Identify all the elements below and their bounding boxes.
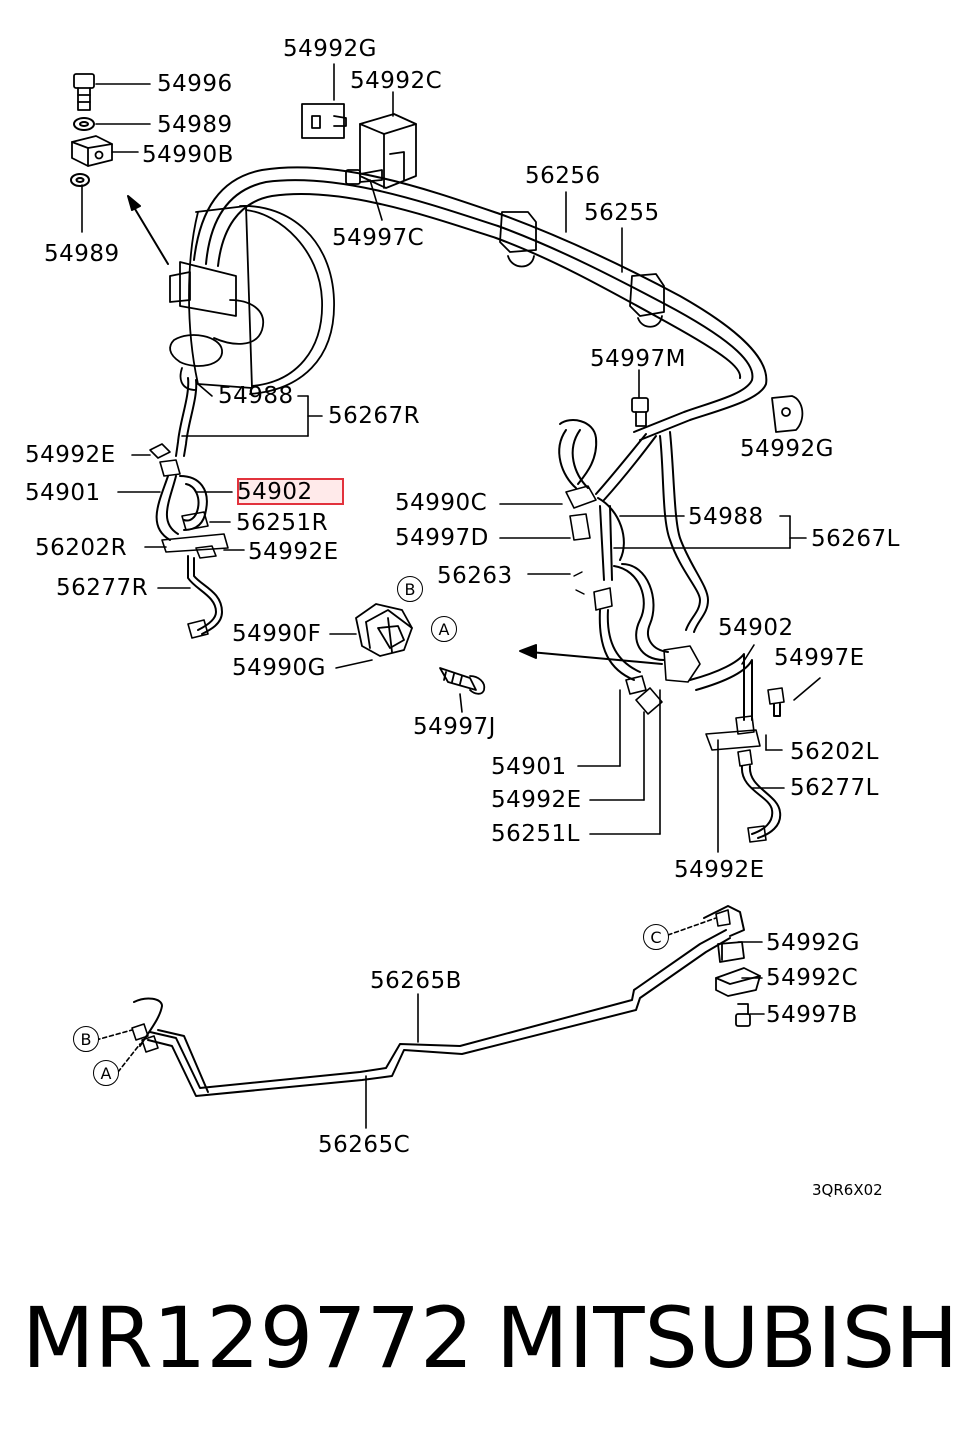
label-54992E: 54992E: [248, 539, 339, 565]
brake-booster: [169, 205, 335, 395]
label-56277L: 56277L: [790, 775, 879, 801]
main-brake-lines: [193, 166, 768, 441]
rear-lines: [133, 905, 745, 1097]
label-54997J: 54997J: [413, 714, 496, 740]
label-54992E: 54992E: [491, 787, 582, 813]
brake-line-diagram: 54992G 54992C 54996 54989 54990B 54989 5…: [25, 36, 900, 1199]
label-54992G: 54992G: [766, 930, 860, 956]
line-clip-2: [629, 273, 665, 328]
label-56256: 56256: [525, 163, 601, 189]
cap-54990F-G: [355, 603, 413, 657]
label-54997C: 54997C: [332, 225, 425, 251]
label-56265C: 56265C: [318, 1132, 411, 1158]
brand-name: MITSUBISHI: [496, 1289, 960, 1387]
pointer-arrow-2: [519, 644, 663, 665]
block-54990B: [71, 135, 113, 167]
label-54902-highlighted[interactable]: 54902: [237, 479, 313, 505]
label-54997E: 54997E: [774, 645, 865, 671]
label-54996: 54996: [157, 71, 233, 97]
label-56267R: 56267R: [328, 403, 421, 429]
label-54997M: 54997M: [590, 346, 687, 372]
clip-54992G-right: [771, 395, 804, 433]
ref-b-bottom: B: [73, 1026, 99, 1052]
leader-lines: [81, 63, 821, 1129]
washer-54989-a: [73, 117, 95, 131]
left-hose-assembly: [149, 377, 229, 639]
label-54988: 54988: [218, 383, 294, 409]
label-54992C: 54992C: [766, 965, 859, 991]
diagram-drawing: [70, 63, 821, 1129]
label-56255: 56255: [584, 200, 660, 226]
right-hose-assembly: [558, 419, 785, 843]
pointer-arrow-1: [127, 195, 169, 265]
label-54992E: 54992E: [674, 857, 765, 883]
ref-a-top: A: [431, 616, 457, 642]
line-clip-1: [499, 211, 537, 268]
label-54992C-top: 54992C: [350, 68, 443, 94]
clip-54992G-bottom: [717, 941, 745, 963]
label-54992E: 54992E: [25, 442, 116, 468]
label-54997B: 54997B: [766, 1002, 858, 1028]
ref-b-top: B: [397, 576, 423, 602]
label-56202R: 56202R: [35, 535, 128, 561]
label-56251L: 56251L: [491, 821, 580, 847]
clip-54992C-bottom: [715, 967, 761, 997]
diagram-code: 3QR6X02: [812, 1181, 883, 1199]
label-56277R: 56277R: [56, 575, 149, 601]
label-54990B: 54990B: [142, 142, 234, 168]
footer: MR129772 MITSUBISHI: [0, 1290, 960, 1400]
label-54992G-top: 54992G: [283, 36, 377, 62]
label-56251R: 56251R: [236, 510, 329, 536]
label-54990C: 54990C: [395, 490, 488, 516]
label-54990F: 54990F: [232, 621, 322, 647]
label-54989: 54989: [44, 241, 120, 267]
highlight-box: [237, 478, 344, 505]
fitting-54997J: [439, 667, 486, 695]
fitting-bottom-right: [715, 909, 731, 927]
clip-54992C-top: [359, 113, 417, 189]
label-54990G: 54990G: [232, 655, 326, 681]
fitting-bottom-left: [131, 1023, 159, 1053]
bolt-54997C: [345, 169, 383, 185]
bolt-54996: [73, 73, 95, 111]
label-56267L: 56267L: [811, 526, 900, 552]
washer-54989-b: [70, 173, 90, 187]
bolt-54997B: [735, 1003, 751, 1027]
label-54997D: 54997D: [395, 525, 489, 551]
label-54989: 54989: [157, 112, 233, 138]
part-number: MR129772: [22, 1289, 474, 1387]
label-54901: 54901: [25, 480, 101, 506]
label-56263: 56263: [437, 563, 513, 589]
label-54988: 54988: [688, 504, 764, 530]
ref-a-bottom: A: [93, 1060, 119, 1086]
label-54992G: 54992G: [740, 436, 834, 462]
label-54902: 54902: [718, 615, 794, 641]
ref-c-bottom: C: [643, 924, 669, 950]
bolt-54997M: [631, 397, 649, 427]
clip-54992G-top: [301, 103, 347, 139]
label-54901: 54901: [491, 754, 567, 780]
label-56202L: 56202L: [790, 739, 879, 765]
label-56265B: 56265B: [370, 968, 462, 994]
